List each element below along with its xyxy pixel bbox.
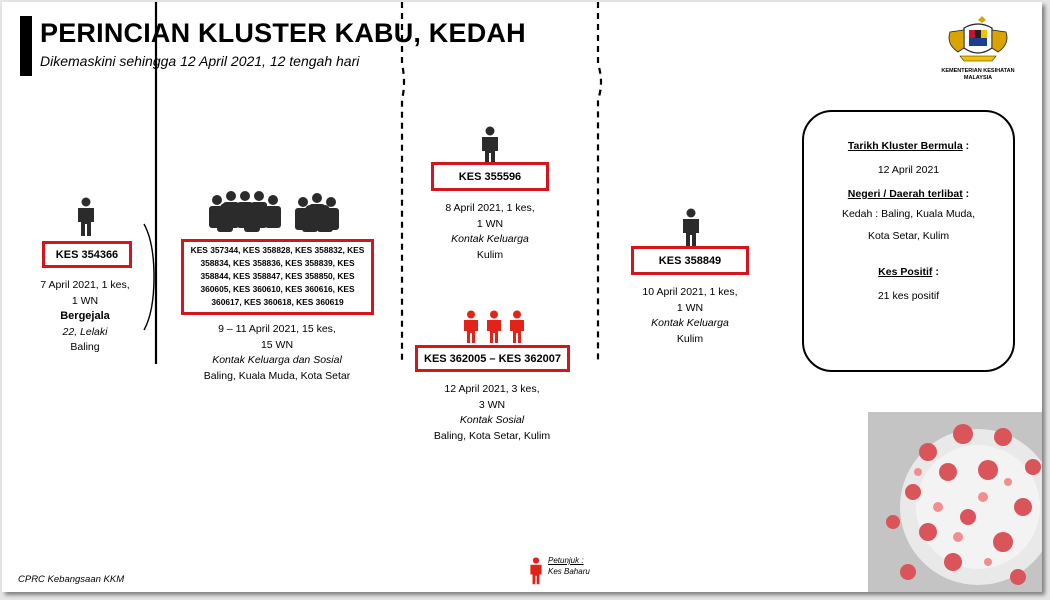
info-date: 9 – 11 April 2021, 15 kes, (218, 323, 336, 335)
state-line: Kedah : Baling, Kuala Muda, (841, 208, 976, 220)
info-place: Baling, Kuala Muda, Kota Setar (203, 369, 351, 382)
info-count: 1 WN (476, 217, 504, 230)
start-date-value: 12 April 2021 (877, 164, 940, 176)
info-place: Baling, Kota Setar, Kulim (433, 429, 551, 442)
ministry-name: KEMENTERIAN KESIHATAN MALAYSIA (941, 68, 1015, 81)
page-subtitle: Dikemaskini sehingga 12 April 2021, 12 t… (40, 53, 360, 69)
case-box-line: 360617, KES 360618, KES 360619 (211, 297, 344, 307)
positive-label: Kes Positif (878, 266, 933, 278)
info-status: Bergejala (60, 310, 110, 322)
info-demographic: 22, Lelaki (62, 325, 108, 338)
info-place: Baling (70, 341, 100, 353)
footer-source: CPRC Kebangsaan KKM (18, 574, 125, 585)
start-date-label: Tarikh Kluster Bermula (847, 140, 963, 152)
summary-panel: Tarikh Kluster Bermula : 12 April 2021 N… (802, 110, 1015, 372)
info-contact: Kontak Keluarga dan Sosial (212, 354, 342, 366)
timeline-divider-dashed (596, 2, 603, 364)
brace-connector (143, 223, 155, 331)
case-box-group: KES 357344, KES 358828, KES 358832, KES … (181, 239, 374, 315)
index-case-info: 7 April 2021, 1 kes, 1 WN Bergejala 22, … (30, 278, 140, 356)
state-line: Kota Setar, Kulim (867, 230, 950, 242)
legend: Petunjuk : Kes Baharu (548, 555, 590, 577)
new-case-legend-icon (530, 557, 542, 585)
new-cases-info: 12 April 2021, 3 kes, 3 WN Kontak Sosial… (422, 382, 562, 444)
info-contact: Kontak Keluarga (451, 233, 529, 245)
coronavirus-image (868, 412, 1042, 592)
state-label: Negeri / Daerah terlibat (847, 188, 963, 200)
page-title: PERINCIAN KLUSTER KABU, KEDAH (40, 18, 526, 48)
person-icon (78, 197, 94, 236)
info-count: 3 WN (478, 398, 506, 411)
case-box-new-cases: KES 362005 – KES 362007 (415, 345, 570, 372)
group-cases-info: 9 – 11 April 2021, 15 kes, 15 WN Kontak … (187, 322, 367, 384)
person-icon (482, 126, 498, 165)
legend-label: Petunjuk : (548, 556, 584, 565)
case-box-line: 360605, KES 360610, KES 360616, KES (200, 284, 355, 294)
group-icon (209, 191, 339, 232)
info-contact: Kontak Sosial (459, 414, 525, 426)
case-box-line: KES 357344, KES 358828, KES 358832, KES (190, 245, 365, 255)
info-count: 15 WN (260, 338, 294, 351)
case-box-355596: KES 355596 (431, 162, 549, 191)
case-box-358849: KES 358849 (631, 246, 749, 275)
info-place: Kulim (476, 248, 504, 261)
case-box-line: 358844, KES 358847, KES 358850, KES (200, 271, 355, 281)
legend-value: Kes Baharu (548, 567, 590, 576)
info-date: 8 April 2021, 1 kes, (445, 202, 535, 214)
info-contact: Kontak Keluarga (651, 317, 729, 329)
new-case-person-icon (464, 310, 524, 343)
info-count: 1 WN (676, 301, 704, 314)
info-place: Kulim (676, 332, 704, 345)
case-355596-info: 8 April 2021, 1 kes, 1 WN Kontak Keluarg… (425, 201, 555, 263)
info-count: 1 WN (71, 294, 99, 307)
info-date: 12 April 2021, 3 kes, (444, 383, 540, 395)
info-date: 10 April 2021, 1 kes, (642, 286, 738, 298)
info-date: 7 April 2021, 1 kes, (40, 279, 130, 291)
timeline-divider-solid (154, 2, 158, 364)
person-icon (683, 208, 699, 247)
slide: PERINCIAN KLUSTER KABU, KEDAH Dikemaskin… (2, 2, 1042, 592)
positive-value: 21 kes positif (877, 290, 940, 302)
timeline-divider-dashed (400, 2, 406, 364)
title-accent-bar (20, 16, 32, 76)
case-box-line: 358834, KES 358836, KES 358839, KES (200, 258, 355, 268)
case-358849-info: 10 April 2021, 1 kes, 1 WN Kontak Keluar… (625, 285, 755, 347)
case-box-354366: KES 354366 (42, 241, 132, 268)
coat-of-arms-icon (948, 16, 1008, 62)
